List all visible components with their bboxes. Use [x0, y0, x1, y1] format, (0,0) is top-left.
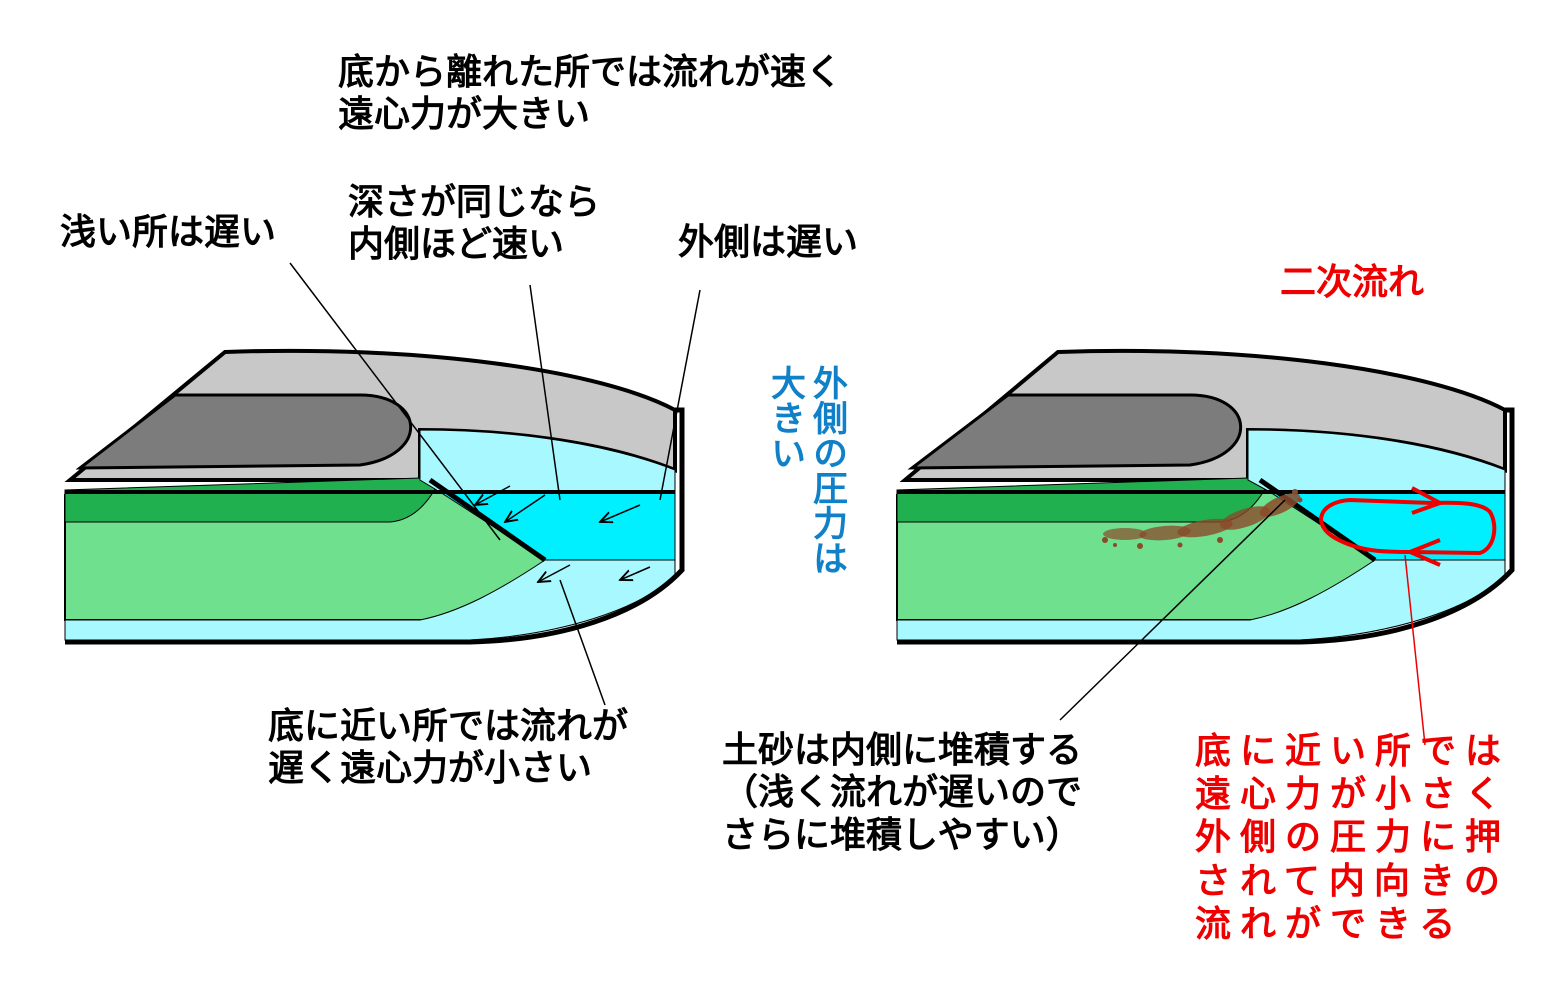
label-secondary-flow: 二次流れ	[1280, 262, 1425, 303]
left-panel	[64, 262, 701, 706]
label-far-from-bottom: 底から離れた所では流れが速く 遠心力が大きい	[338, 52, 842, 137]
label-inward-flow: 底に近い所では 遠心力が小さく 外側の圧力に押 されて内向きの 流れができる	[1195, 730, 1510, 946]
left-water-surface	[419, 429, 676, 493]
label-line: 遠心力が小さく	[1195, 774, 1511, 816]
pointer-same-depth	[529, 284, 561, 501]
label-outer-pressure: 外側の圧力は 大きい	[758, 365, 848, 615]
label-line: 深さが同じなら	[348, 182, 601, 223]
label-line: されて内向きの	[1195, 860, 1509, 902]
left-bank-strip	[64, 477, 441, 523]
label-line: 流れができる	[1195, 903, 1465, 945]
secondary-flow-arrowhead-bottom	[1404, 538, 1441, 567]
label-line: 外側の圧力に押	[1195, 817, 1511, 859]
right-panel	[896, 348, 1515, 746]
label-line: 内側ほど速い	[348, 224, 565, 266]
left-slope-line	[428, 477, 547, 563]
label-line: 外側の圧力は	[807, 365, 847, 575]
right-bank-strip	[896, 477, 1271, 523]
pointer-inward-flow	[1404, 554, 1426, 746]
flow-arrow	[538, 564, 571, 582]
right-water-surface	[1247, 429, 1506, 493]
flow-arrow	[475, 485, 511, 505]
label-line: 底に近い所では	[1195, 731, 1511, 772]
label-line: 土砂は内側に堆積する	[722, 730, 1083, 771]
label-outside-slow: 外側は遅い	[678, 222, 859, 263]
label-same-depth: 深さが同じなら 内側ほど速い	[348, 182, 600, 267]
label-line: 遠心力が大きい	[338, 94, 591, 136]
right-outer-wall	[897, 407, 1515, 645]
pointer-near-bottom	[559, 579, 606, 706]
label-sediment: 土砂は内側に堆積する （浅く流れが遅いので さらに堆積しやすい）	[722, 730, 1082, 857]
pointer-sediment	[1059, 499, 1286, 721]
label-near-bottom: 底に近い所では流れが 遅く遠心力が小さい	[268, 706, 628, 791]
label-line: 底に近い所では流れが	[268, 706, 629, 747]
label-line: （浅く流れが遅いので	[722, 772, 1083, 814]
flow-arrow	[505, 494, 546, 522]
label-line: 遅く遠心力が小さい	[268, 748, 593, 790]
left-outer-wall	[65, 407, 685, 645]
right-inner-island	[907, 393, 1243, 470]
secondary-flow-arrowhead-top	[1411, 486, 1445, 515]
label-shallow-slow: 浅い所は遅い	[60, 212, 277, 253]
label-line: 大きい	[765, 365, 805, 470]
left-inner-island	[75, 393, 413, 470]
pointer-shallow	[289, 262, 501, 541]
label-line: さらに堆積しやすい）	[722, 814, 1082, 856]
pointer-outside	[659, 289, 701, 501]
label-line: 底から離れた所では流れが速く	[338, 52, 843, 93]
flow-arrow	[600, 504, 641, 522]
flow-arrow	[620, 566, 651, 580]
